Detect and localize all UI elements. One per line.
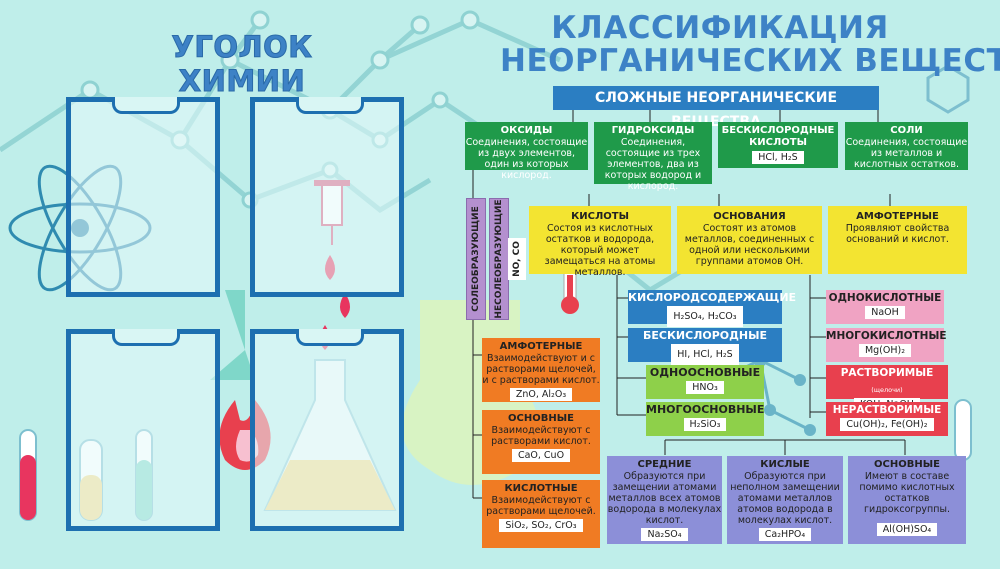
soluble-bases-heading: РАСТВОРИМЫЕ (щелочи): [826, 365, 948, 398]
oxygen-free-acids-type-title: БЕСКИСЛОРОДНЫЕ: [642, 329, 768, 342]
basic-salts-box: ОСНОВНЫЕ Имеют в составе помимо кислотны…: [848, 456, 966, 544]
medium-salts-title: СРЕДНИЕ: [637, 459, 692, 470]
insoluble-bases-example: Cu(OH)₂, Fe(OH)₂: [840, 418, 934, 431]
monoacid-bases-box: ОДНОКИСЛОТНЫЕ NaOH: [826, 290, 944, 324]
acids-title: КИСЛОТЫ: [571, 211, 629, 222]
hydroxides-box: ГИДРОКСИДЫ Соединения, состоящие из трех…: [594, 122, 712, 192]
polyacid-bases-title: МНОГОКИСЛОТНЫЕ: [826, 330, 947, 342]
bases-box: ОСНОВАНИЯ Состоят из атомов металлов, со…: [677, 206, 822, 274]
basic-salts-example: Al(OH)SO₄: [876, 523, 938, 536]
soluble-bases-note: (щелочи): [871, 386, 903, 394]
monobasic-acids-example: HNO₃: [686, 381, 724, 394]
basic-oxides-title: ОСНОВНЫЕ: [508, 413, 574, 424]
oxygen-free-acids-type-box: БЕСКИСЛОРОДНЫЕ HI, HCl, H₂S: [628, 328, 782, 365]
monoacid-bases-example: NaOH: [865, 306, 905, 319]
salts-box: СОЛИ Соединения, состоящие из металлов и…: [845, 122, 968, 170]
basic-oxides-box: ОСНОВНЫЕ Взаимодействуют с растворами ки…: [482, 410, 600, 474]
polybasic-acids-title: МНОГООСНОВНЫЕ: [646, 403, 765, 416]
oxygen-free-acids-type-example: HI, HCl, H₂S: [671, 344, 739, 365]
monobasic-acids-title: ОДНООСНОВНЫЕ: [649, 366, 761, 379]
basic-oxides-text: Взаимодействуют с растворами кислот.: [491, 425, 591, 447]
medium-salts-box: СРЕДНИЕ Образуются при замещении атомами…: [607, 456, 722, 544]
amphoteric-oxides-example: ZnO, Al₂O₃: [509, 388, 573, 401]
acidic-oxides-title: КИСЛОТНЫЕ: [504, 483, 578, 494]
amphoteric-hydroxides-title: АМФОТЕРНЫЕ: [856, 211, 939, 222]
poster-title: КЛАССИФИКАЦИЯ НЕОРГАНИЧЕСКИХ ВЕЩЕСТВ: [500, 10, 1000, 79]
medium-salts-text: Образуются при замещении атомами металло…: [607, 471, 722, 526]
oxides-box: ОКСИДЫ Соединения, состоящие из двух эле…: [465, 122, 588, 181]
poster-title-line1: КЛАССИФИКАЦИЯ: [551, 10, 889, 46]
pocket-bottom-right[interactable]: [250, 329, 404, 531]
acid-salts-text: Образуются при неполном замещении атомам…: [730, 471, 840, 526]
amphoteric-oxides-box: АМФОТЕРНЫЕ Взаимодействуют и с растворам…: [482, 338, 600, 402]
oxygen-containing-acids-example: H₂SO₄, H₂CO₃: [667, 306, 743, 327]
oxides-text: Соединения, состоящие из двух элементов,…: [465, 137, 588, 181]
acidic-oxides-text: Взаимодействуют с растворами щелочей.: [486, 495, 596, 517]
acidic-oxides-example: SiO₂, SO₂, CrO₃: [499, 519, 583, 532]
polybasic-acids-example: H₂SiO₃: [683, 418, 727, 431]
soluble-bases-box: РАСТВОРИМЫЕ (щелочи) KOH, NaOH: [826, 365, 948, 411]
polyacid-bases-box: МНОГОКИСЛОТНЫЕ Mg(OH)₂: [826, 328, 947, 362]
acid-salts-box: КИСЛЫЕ Образуются при неполном замещении…: [727, 456, 843, 544]
basic-salts-text: Имеют в составе помимо кислотных остатко…: [859, 471, 955, 515]
medium-salts-example: Na₂SO₄: [641, 528, 688, 541]
basic-oxides-example: CaO, CuO: [511, 449, 571, 462]
polyacid-bases-example: Mg(OH)₂: [858, 344, 912, 357]
acids-box: КИСЛОТЫ Состоя из кислотных остатков и в…: [529, 206, 671, 278]
oxygen-free-acids-title: БЕСКИСЛОРОДНЫЕ КИСЛОТЫ: [721, 125, 835, 148]
amphoteric-oxides-title: АМФОТЕРНЫЕ: [499, 341, 583, 352]
insoluble-bases-title: НЕРАСТВОРИМЫЕ: [832, 404, 942, 416]
salt-forming-label: СОЛЕОБРАЗУЮЩИЕ: [466, 198, 486, 320]
oxygen-containing-acids-title: КИСЛОРОДСОДЕРЖАЩИЕ: [628, 291, 797, 304]
acid-salts-title: КИСЛЫЕ: [760, 459, 810, 470]
hydroxides-title: ГИДРОКСИДЫ: [611, 125, 695, 136]
complex-substances-header: СЛОЖНЫЕ НЕОРГАНИЧЕСКИЕ ВЕЩЕСТВА: [553, 86, 879, 130]
monoacid-bases-title: ОДНОКИСЛОТНЫЕ: [828, 292, 942, 304]
oxygen-free-acids-example: HCl, H₂S: [752, 151, 804, 164]
basic-salts-title: ОСНОВНЫЕ: [874, 459, 940, 470]
pocket-top-left[interactable]: [66, 97, 220, 297]
polybasic-acids-box: МНОГООСНОВНЫЕ H₂SiO₃: [646, 402, 764, 436]
amphoteric-oxides-text: Взаимодействуют и с растворами щелочей, …: [482, 353, 600, 386]
amphoteric-hydroxides-text: Проявляют свойства оснований и кислот.: [845, 223, 950, 245]
insoluble-bases-box: НЕРАСТВОРИМЫЕ Cu(OH)₂, Fe(OH)₂: [826, 402, 948, 436]
salts-text: Соединения, состоящие из металлов и кисл…: [845, 137, 968, 170]
oxygen-free-acids-box: БЕСКИСЛОРОДНЫЕ КИСЛОТЫ HCl, H₂S: [718, 122, 838, 168]
oxides-title: ОКСИДЫ: [500, 125, 553, 136]
salts-title: СОЛИ: [890, 125, 923, 136]
acids-text: Состоя из кислотных остатков и водорода,…: [544, 223, 656, 278]
soluble-bases-title: РАСТВОРИМЫЕ: [840, 367, 934, 379]
pocket-bottom-left[interactable]: [66, 329, 220, 531]
hydroxides-text: Соединения, состоящие из трех элементов,…: [604, 137, 702, 192]
pocket-top-right[interactable]: [250, 97, 404, 297]
acid-salts-example: Ca₂HPO₄: [758, 528, 812, 541]
poster-title-line2: НЕОРГАНИЧЕСКИХ ВЕЩЕСТВ: [500, 43, 1000, 79]
benzene-ring-icon: [926, 64, 970, 114]
corner-title: УГОЛОК ХИМИИ: [171, 30, 313, 99]
oxygen-containing-acids-box: КИСЛОРОДСОДЕРЖАЩИЕ H₂SO₄, H₂CO₃: [628, 290, 797, 327]
bases-text: Состоят из атомов металлов, соединенных …: [684, 223, 815, 267]
non-salt-forming-example: NO, CO: [508, 238, 526, 280]
amphoteric-hydroxides-box: АМФОТЕРНЫЕ Проявляют свойства оснований …: [828, 206, 967, 274]
monobasic-acids-box: ОДНООСНОВНЫЕ HNO₃: [646, 365, 764, 399]
bases-title: ОСНОВАНИЯ: [713, 211, 786, 222]
acidic-oxides-box: КИСЛОТНЫЕ Взаимодействуют с растворами щ…: [482, 480, 600, 548]
non-salt-forming-label: НЕСОЛЕОБРАЗУЮЩИЕ: [489, 198, 509, 320]
